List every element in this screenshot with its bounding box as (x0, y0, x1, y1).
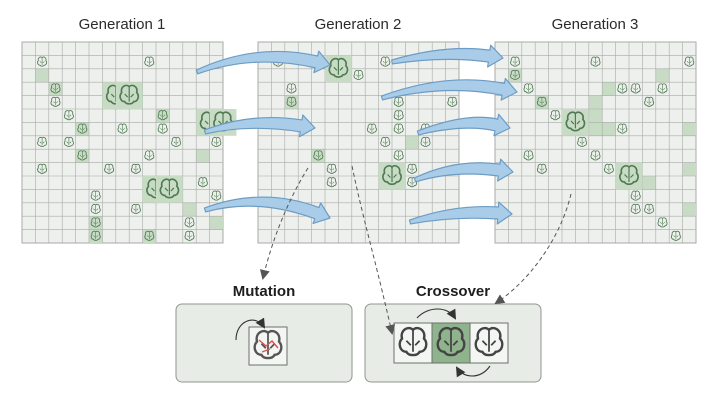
operator-link-arrow (351, 165, 396, 335)
generation-arrow (413, 158, 514, 183)
crossover-title: Crossover (415, 283, 491, 300)
operator-link-arrow (494, 193, 572, 305)
highlighted-cell (682, 202, 696, 217)
mutation-title: Mutation (232, 283, 296, 300)
highlighted-cell (602, 122, 616, 136)
mutation-cycle-arrow (235, 317, 266, 341)
crossover-top-arrow (416, 308, 457, 320)
generation-3-title: Generation 3 (551, 16, 639, 33)
operator-link-arrow (259, 167, 309, 280)
highlighted-cell (588, 109, 603, 123)
generation-arrow (203, 196, 331, 225)
crossover-panel (364, 303, 542, 383)
generation-2-grid (257, 41, 460, 244)
crossover-bottom-arrow (455, 365, 491, 378)
highlighted-cell (682, 122, 696, 136)
generation-arrow (203, 114, 316, 138)
mutation-mark (258, 339, 279, 353)
generation-arrow (195, 50, 331, 75)
highlighted-cell (209, 216, 223, 230)
highlighted-cell (655, 68, 670, 83)
highlighted-cell (588, 95, 603, 109)
generation-arrow (408, 201, 513, 225)
generation-arrow (390, 44, 504, 68)
generation-arrow (380, 77, 518, 101)
highlighted-cell (602, 82, 616, 96)
generation-1-title: Generation 1 (78, 16, 166, 33)
highlighted-cell (642, 176, 656, 190)
highlighted-cell (405, 135, 419, 150)
mutation-panel (175, 303, 353, 383)
highlighted-cell (35, 68, 49, 83)
highlighted-cell (682, 162, 696, 176)
generation-arrow (416, 113, 511, 137)
generation-1-grid (21, 41, 237, 244)
generation-2-title: Generation 2 (314, 16, 402, 33)
highlighted-cell (196, 149, 210, 163)
highlighted-cell (182, 202, 197, 217)
generation-3-grid (494, 41, 697, 244)
highlighted-cell (588, 122, 603, 136)
